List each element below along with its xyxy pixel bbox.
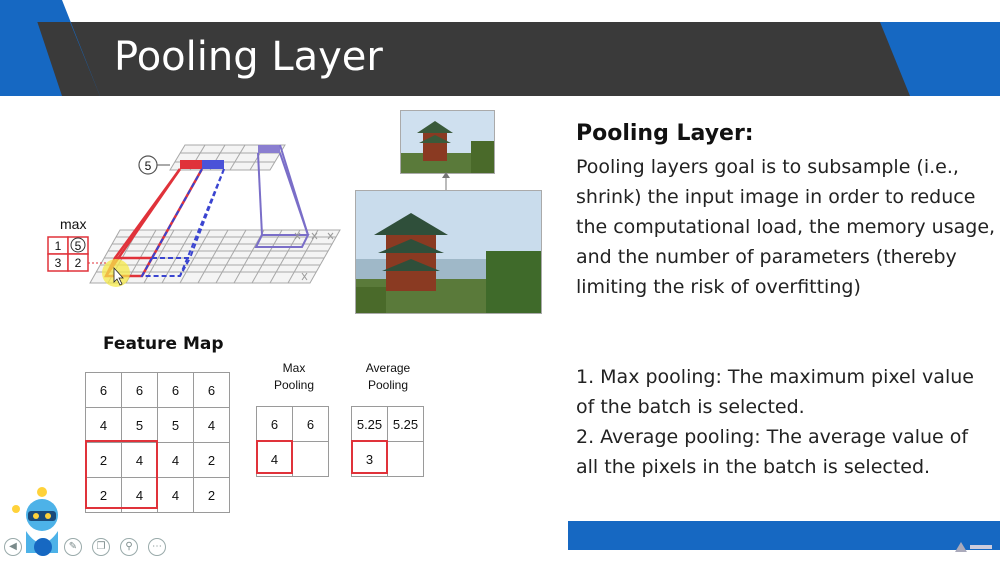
max-pooling-highlight (256, 440, 293, 474)
table-cell: 6 (85, 372, 122, 408)
average-pooling-highlight (351, 440, 388, 474)
max-pooling-label-line: Max (282, 361, 306, 375)
back-icon[interactable]: ◀ (4, 538, 22, 556)
table-cell: 6 (292, 406, 329, 442)
table-cell: 6 (256, 406, 293, 442)
input-grid (89, 229, 341, 284)
small-grid-cell: 2 (75, 256, 82, 270)
play-icon[interactable] (34, 538, 52, 556)
pagoda-photo-small (400, 110, 495, 174)
average-pooling-label-line: Pooling (367, 378, 409, 392)
small-grid-cell: 1 (55, 239, 62, 253)
list-item: 2. Average pooling: The average value of… (576, 426, 969, 478)
table-cell: 4 (85, 407, 122, 443)
table-row: 2 4 4 2 (85, 442, 230, 478)
list-item: 1. Max pooling: The maximum pixel value … (576, 366, 974, 418)
table-cell: 4 (193, 407, 230, 443)
title-bar (0, 22, 1000, 96)
table-row: 4 5 5 4 (85, 407, 230, 443)
table-row: 6 6 (256, 406, 329, 442)
pooling-diagram: 5 max 1 5 3 2 (47, 144, 341, 287)
small-grid-cell: 5 (75, 239, 82, 253)
table-cell: 6 (193, 372, 230, 408)
max-pooling-label: Max Pooling (262, 360, 326, 394)
cursor-icon (113, 266, 124, 286)
average-pooling-label: Average Pooling (350, 360, 426, 394)
table-row: 4 (256, 441, 329, 477)
table-cell: 5.25 (387, 406, 424, 442)
table-cell: 4 (157, 477, 194, 513)
feature-map-highlight (85, 440, 158, 509)
table-cell: 6 (121, 372, 158, 408)
zoom-icon[interactable]: ⚲ (120, 538, 138, 556)
pagoda-photo-large (355, 190, 542, 314)
max-pooling-label-line: Pooling (273, 378, 315, 392)
max-pooling-grid: 6 6 4 (256, 406, 329, 477)
table-cell: 2 (85, 442, 122, 478)
slide-title: Pooling Layer (114, 34, 383, 80)
table-cell: 2 (193, 477, 230, 513)
blue-output-cell (202, 160, 224, 169)
title-accent-right (880, 22, 1000, 96)
table-cell: 5.25 (351, 406, 388, 442)
edit-icon[interactable]: ✎ (64, 538, 82, 556)
more-icon[interactable]: ⋯ (148, 538, 166, 556)
purple-output-cell (258, 145, 280, 153)
table-cell: 5 (157, 407, 194, 443)
text-heading: Pooling Layer: (576, 121, 754, 146)
small-grid-cell: 3 (55, 256, 62, 270)
copy-icon[interactable]: ❐ (92, 538, 110, 556)
feature-map-label: Feature Map (103, 334, 224, 354)
upsample-arrow (442, 172, 450, 190)
table-row: 6 6 6 6 (85, 372, 230, 408)
table-cell (292, 441, 329, 477)
footer-accent-bar (568, 521, 1000, 550)
table-cell: 5 (121, 407, 158, 443)
table-row: 5.25 5.25 (351, 406, 424, 442)
watermark-logo (955, 542, 992, 552)
table-cell: 6 (157, 372, 194, 408)
title-accent-left (0, 0, 100, 96)
table-cell: 2 (193, 442, 230, 478)
average-pooling-label-line: Average (365, 361, 411, 375)
player-controls: ◀ ✎ ❐ ⚲ ⋯ (4, 538, 174, 558)
max-label: max (60, 216, 86, 232)
feature-map-grid: 6 6 6 6 4 5 5 4 2 4 4 2 2 4 4 2 (85, 372, 230, 513)
output-value-label: 5 (145, 159, 152, 173)
text-paragraph: Pooling layers goal is to subsample (i.e… (576, 156, 996, 298)
text-list: 1. Max pooling: The maximum pixel value … (576, 362, 996, 482)
red-output-cell (180, 160, 202, 169)
table-cell (387, 441, 424, 477)
table-cell: 4 (157, 442, 194, 478)
table-cell: 4 (121, 442, 158, 478)
